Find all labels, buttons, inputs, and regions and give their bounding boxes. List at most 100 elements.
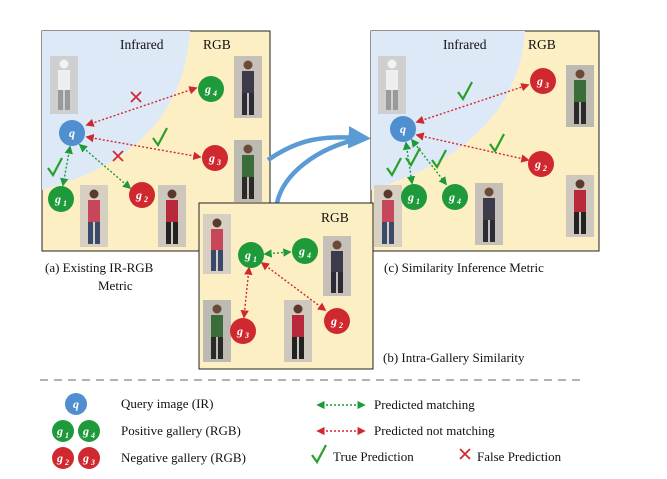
legend-positive-label: Positive gallery (RGB) [121, 423, 241, 438]
legend-cross-icon [459, 448, 471, 460]
legend-true-label: True Prediction [333, 449, 414, 464]
panel-c-caption: (c) Similarity Inference Metric [384, 260, 544, 275]
cross-mark [112, 150, 124, 162]
svg-text:4: 4 [306, 251, 311, 260]
legend-positive-icon: g 1 g 4 [52, 420, 100, 442]
legend: q Query image (IR) g 1 g 4 Positive gall… [52, 393, 562, 469]
svg-text:2: 2 [542, 164, 547, 173]
rgb-person-photo-g3 [566, 65, 594, 127]
rgb-person-photo-g3 [203, 300, 231, 362]
legend-negative-icon: g 2 g 3 [52, 447, 100, 469]
panel-a: Infrared RGB [41, 30, 271, 252]
svg-text:q: q [73, 397, 79, 411]
svg-text:g: g [448, 190, 455, 204]
panel-c-infrared-label: Infrared [443, 37, 487, 52]
svg-text:3: 3 [544, 81, 549, 90]
node-query: q [390, 116, 416, 142]
svg-text:3: 3 [244, 331, 249, 340]
svg-text:4: 4 [90, 431, 95, 440]
node-g3: g 3 [230, 318, 256, 344]
panel-a-caption-line1: (a) Existing IR-RGB [45, 260, 154, 275]
svg-text:g: g [56, 424, 63, 438]
ir-person-photo [378, 56, 406, 114]
node-g2: g 2 [324, 308, 350, 334]
panel-c: Infrared RGB [370, 30, 600, 252]
cross-mark [130, 91, 142, 103]
rgb-person-photo-g4 [475, 183, 503, 245]
check-mark [405, 147, 421, 168]
check-mark [431, 149, 447, 170]
legend-query-icon: q [65, 393, 87, 415]
svg-text:g: g [534, 157, 541, 171]
svg-text:2: 2 [338, 321, 343, 330]
svg-text:3: 3 [216, 158, 221, 167]
svg-text:4: 4 [456, 197, 461, 206]
node-g2: g 2 [528, 151, 554, 177]
panel-b-caption: (b) Intra-Gallery Similarity [383, 350, 525, 365]
legend-check-icon [311, 444, 327, 465]
check-mark [152, 127, 168, 148]
rgb-person-photo-g1 [374, 185, 402, 247]
svg-text:q: q [69, 126, 75, 140]
panel-b-rgb-label: RGB [321, 210, 349, 225]
panel-a-infrared-label: Infrared [120, 37, 164, 52]
flow-arrow-branch [274, 135, 363, 204]
legend-false-label: False Prediction [477, 449, 562, 464]
flow-arrow [266, 126, 371, 162]
svg-text:g: g [330, 314, 337, 328]
node-g2: g 2 [129, 182, 155, 208]
legend-match-label: Predicted matching [374, 397, 475, 412]
rgb-person-photo-g4 [234, 56, 262, 118]
node-g4: g 4 [442, 184, 468, 210]
rgb-person-photo-g2 [566, 175, 594, 237]
node-g1: g 1 [401, 184, 427, 210]
svg-text:g: g [244, 248, 251, 262]
node-g4: g 4 [292, 238, 318, 264]
legend-negative-label: Negative gallery (RGB) [121, 450, 246, 465]
svg-text:g: g [298, 244, 305, 258]
svg-text:g: g [407, 190, 414, 204]
rgb-person-photo-g2 [284, 300, 312, 362]
svg-text:1: 1 [253, 255, 257, 264]
svg-text:q: q [400, 122, 406, 136]
rgb-person-photo-g2 [158, 185, 186, 247]
rgb-person-photo-g4 [323, 236, 351, 296]
svg-text:g: g [54, 192, 61, 206]
rgb-person-photo-g3 [234, 140, 262, 202]
svg-text:1: 1 [65, 431, 69, 440]
svg-text:2: 2 [64, 458, 69, 467]
panel-a-rgb-label: RGB [203, 37, 231, 52]
node-g3: g 3 [202, 145, 228, 171]
panel-a-caption-line2: Metric [98, 278, 133, 293]
check-mark [489, 133, 505, 154]
svg-text:2: 2 [143, 195, 148, 204]
check-mark [457, 81, 473, 102]
svg-text:1: 1 [63, 199, 67, 208]
svg-text:3: 3 [90, 458, 95, 467]
svg-text:g: g [208, 151, 215, 165]
rgb-person-photo-g1 [80, 185, 108, 247]
node-g4: g 4 [198, 76, 224, 102]
svg-text:g: g [204, 82, 211, 96]
node-query: q [59, 120, 85, 146]
svg-text:1: 1 [416, 197, 420, 206]
svg-text:g: g [236, 324, 243, 338]
svg-text:4: 4 [212, 89, 217, 98]
svg-text:g: g [56, 451, 63, 465]
node-g3: g 3 [530, 68, 556, 94]
legend-not-match-label: Predicted not matching [374, 423, 495, 438]
svg-text:g: g [82, 451, 89, 465]
check-mark [47, 157, 63, 178]
legend-query-label: Query image (IR) [121, 396, 213, 411]
svg-text:g: g [135, 188, 142, 202]
check-mark [386, 157, 402, 178]
svg-text:g: g [536, 74, 543, 88]
ir-person-photo [50, 56, 78, 114]
panel-c-rgb-label: RGB [528, 37, 556, 52]
node-g1: g 1 [238, 242, 264, 268]
svg-text:g: g [82, 424, 89, 438]
rgb-person-photo-g1 [203, 214, 231, 274]
panel-b: RGB [198, 202, 374, 370]
